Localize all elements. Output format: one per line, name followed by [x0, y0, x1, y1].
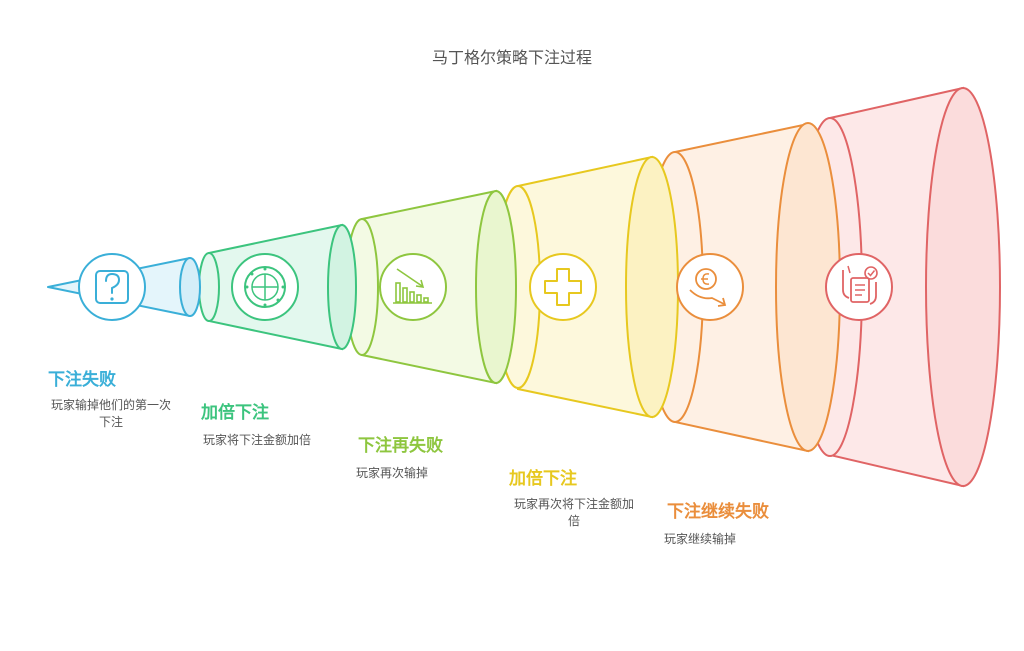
step-2-title: 加倍下注	[201, 403, 269, 423]
step-3-description: 玩家再次输掉	[356, 466, 429, 480]
losing-money-icon	[676, 253, 744, 321]
step-4-description: 玩家再次将下注金额加倍	[513, 497, 634, 528]
roulette-icon	[231, 253, 299, 321]
step-5-description: 玩家继续输掉	[664, 532, 737, 546]
step-2-description: 玩家将下注金额加倍	[203, 433, 312, 447]
step-4-title: 加倍下注	[509, 469, 577, 489]
question-icon	[78, 253, 146, 321]
diagram-title: 马丁格尔策略下注过程	[431, 48, 592, 67]
step-3-title: 下注再失败	[358, 436, 443, 456]
plus-icon	[529, 253, 597, 321]
declining-chart-icon	[379, 253, 447, 321]
step-5-title: 下注继续失败	[667, 502, 769, 522]
step-1-description: 玩家输掉他们的第一次下注	[50, 398, 171, 429]
step-1-title: 下注失败	[48, 370, 116, 390]
checklist-hand-icon	[825, 253, 893, 321]
